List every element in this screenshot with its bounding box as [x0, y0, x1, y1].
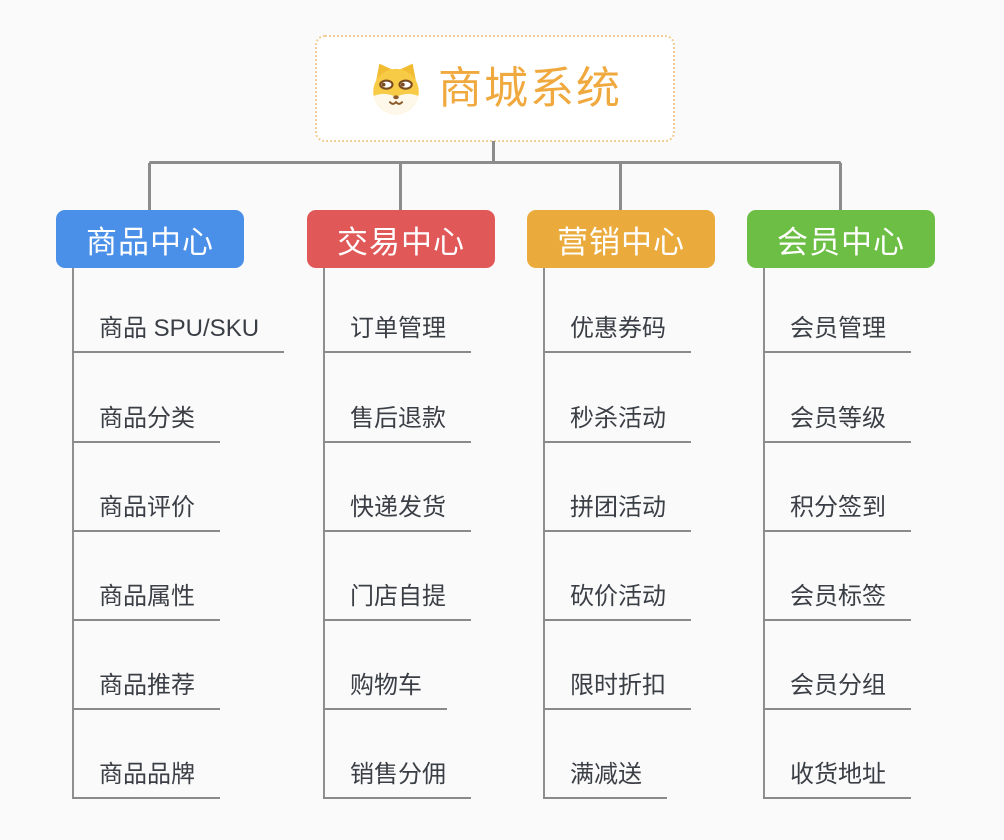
connector-drop-trade	[399, 163, 402, 210]
leaf-node[interactable]: 会员标签	[763, 581, 911, 621]
branch-header-products[interactable]: 商品中心	[56, 210, 244, 268]
leaf-node[interactable]: 收货地址	[763, 759, 911, 799]
leaf-node[interactable]: 优惠券码	[543, 313, 691, 353]
branch-header-members[interactable]: 会员中心	[747, 210, 935, 268]
leaf-node[interactable]: 商品推荐	[72, 670, 220, 710]
branch-spine-members	[763, 268, 765, 799]
connector-drop-marketing	[619, 163, 622, 210]
leaf-node[interactable]: 门店自提	[323, 581, 471, 621]
leaf-node[interactable]: 商品品牌	[72, 759, 220, 799]
branch-header-marketing[interactable]: 营销中心	[527, 210, 715, 268]
leaf-node[interactable]: 购物车	[323, 670, 447, 710]
root-node[interactable]: 商城系统	[315, 35, 675, 142]
leaf-node[interactable]: 秒杀活动	[543, 403, 691, 443]
connector-root-stem	[492, 141, 495, 162]
leaf-node[interactable]: 订单管理	[323, 313, 471, 353]
leaf-node[interactable]: 快递发货	[323, 492, 471, 532]
connector-bus	[149, 161, 841, 164]
leaf-node[interactable]: 商品属性	[72, 581, 220, 621]
leaf-node[interactable]: 销售分佣	[323, 759, 471, 799]
leaf-node[interactable]: 商品 SPU/SKU	[72, 313, 285, 353]
branch-spine-trade	[323, 268, 325, 799]
leaf-node[interactable]: 商品分类	[72, 403, 220, 443]
branch-header-trade[interactable]: 交易中心	[307, 210, 495, 268]
connector-drop-products	[148, 163, 151, 210]
root-label: 商城系统	[438, 63, 622, 113]
leaf-node[interactable]: 会员分组	[763, 670, 911, 710]
leaf-node[interactable]: 售后退款	[323, 403, 471, 443]
leaf-node[interactable]: 会员等级	[763, 403, 911, 443]
leaf-node[interactable]: 拼团活动	[543, 492, 691, 532]
leaf-node[interactable]: 满减送	[543, 759, 667, 799]
leaf-node[interactable]: 积分签到	[763, 492, 911, 532]
connector-drop-members	[839, 163, 842, 210]
leaf-node[interactable]: 会员管理	[763, 313, 911, 353]
leaf-node[interactable]: 砍价活动	[543, 581, 691, 621]
leaf-node[interactable]: 商品评价	[72, 492, 220, 532]
dog-face-icon	[373, 63, 419, 114]
branch-spine-products	[72, 268, 74, 799]
branch-spine-marketing	[543, 268, 545, 799]
leaf-node[interactable]: 限时折扣	[543, 670, 691, 710]
